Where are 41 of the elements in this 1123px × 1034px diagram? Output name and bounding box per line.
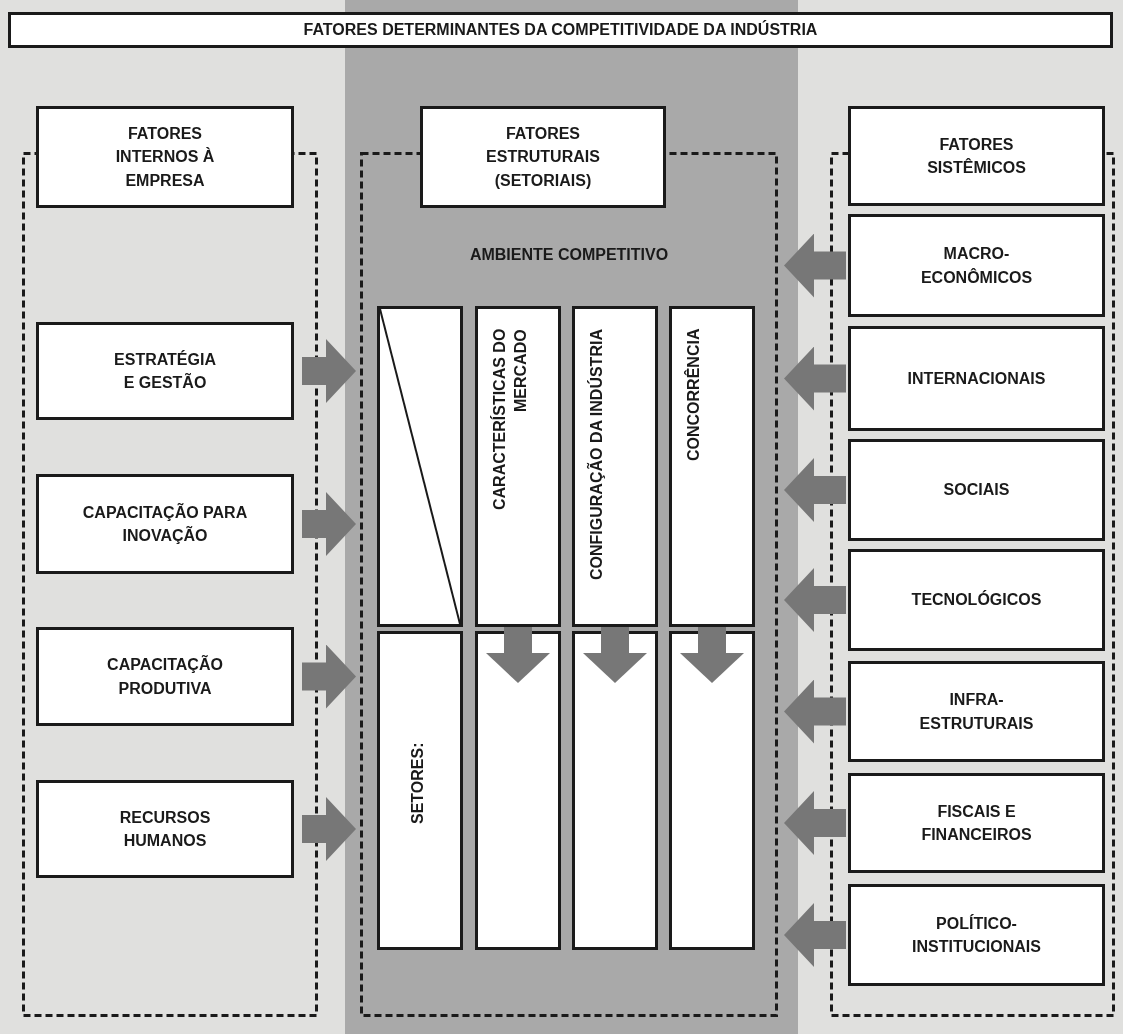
column-title: CONCORRÊNCIA	[684, 329, 703, 464]
factor-box: CAPACITAÇÃO PARA INOVAÇÃO	[36, 474, 294, 574]
column-box	[475, 306, 561, 627]
block-arrow	[302, 339, 356, 403]
block-arrow	[784, 679, 846, 744]
block-arrow	[486, 627, 550, 683]
factor-box: CAPACITAÇÃO PRODUTIVA	[36, 627, 294, 726]
column-title: CONFIGURAÇÃO DA INDÚSTRIA	[587, 329, 606, 582]
block-arrow	[784, 903, 846, 967]
block-arrow	[302, 797, 356, 861]
column-box	[377, 631, 463, 950]
column-box	[669, 306, 755, 627]
factor-box: SOCIAIS	[848, 439, 1105, 541]
block-arrow	[680, 627, 744, 683]
block-arrow	[784, 233, 846, 298]
factor-box: FISCAIS E FINANCEIROS	[848, 773, 1105, 873]
factor-box: INTERNACIONAIS	[848, 326, 1105, 431]
block-arrow	[784, 346, 846, 411]
block-arrow	[302, 644, 356, 709]
group-heading: FATORES SISTÊMICOS	[848, 106, 1105, 206]
factor-box: ESTRATÉGIA E GESTÃO	[36, 322, 294, 420]
empty-box	[475, 631, 561, 950]
block-arrow	[784, 458, 846, 522]
column-box	[572, 306, 658, 627]
factor-box: TECNOLÓGICOS	[848, 549, 1105, 651]
factor-box: INFRA- ESTRUTURAIS	[848, 661, 1105, 762]
column-title: SETORES:	[408, 741, 427, 827]
column-title: CARACTERÍSTICAS DO MERCADO	[490, 329, 530, 513]
title-box: FATORES DETERMINANTES DA COMPETITIVIDADE DA INDÚSTRIA	[8, 12, 1113, 48]
factor-box: MACRO- ECONÔMICOS	[848, 214, 1105, 317]
group-heading: FATORES INTERNOS À EMPRESA	[36, 106, 294, 208]
block-arrow	[784, 791, 846, 855]
group-heading: FATORES ESTRUTURAIS (SETORIAIS)	[420, 106, 666, 208]
factor-box: RECURSOS HUMANOS	[36, 780, 294, 878]
block-arrow	[784, 568, 846, 632]
block-arrow	[302, 492, 356, 556]
block-arrow	[583, 627, 647, 683]
factor-box: POLÍTICO- INSTITUCIONAIS	[848, 884, 1105, 986]
empty-box	[669, 631, 755, 950]
section-label: AMBIENTE COMPETITIVO	[468, 245, 670, 265]
empty-box	[572, 631, 658, 950]
